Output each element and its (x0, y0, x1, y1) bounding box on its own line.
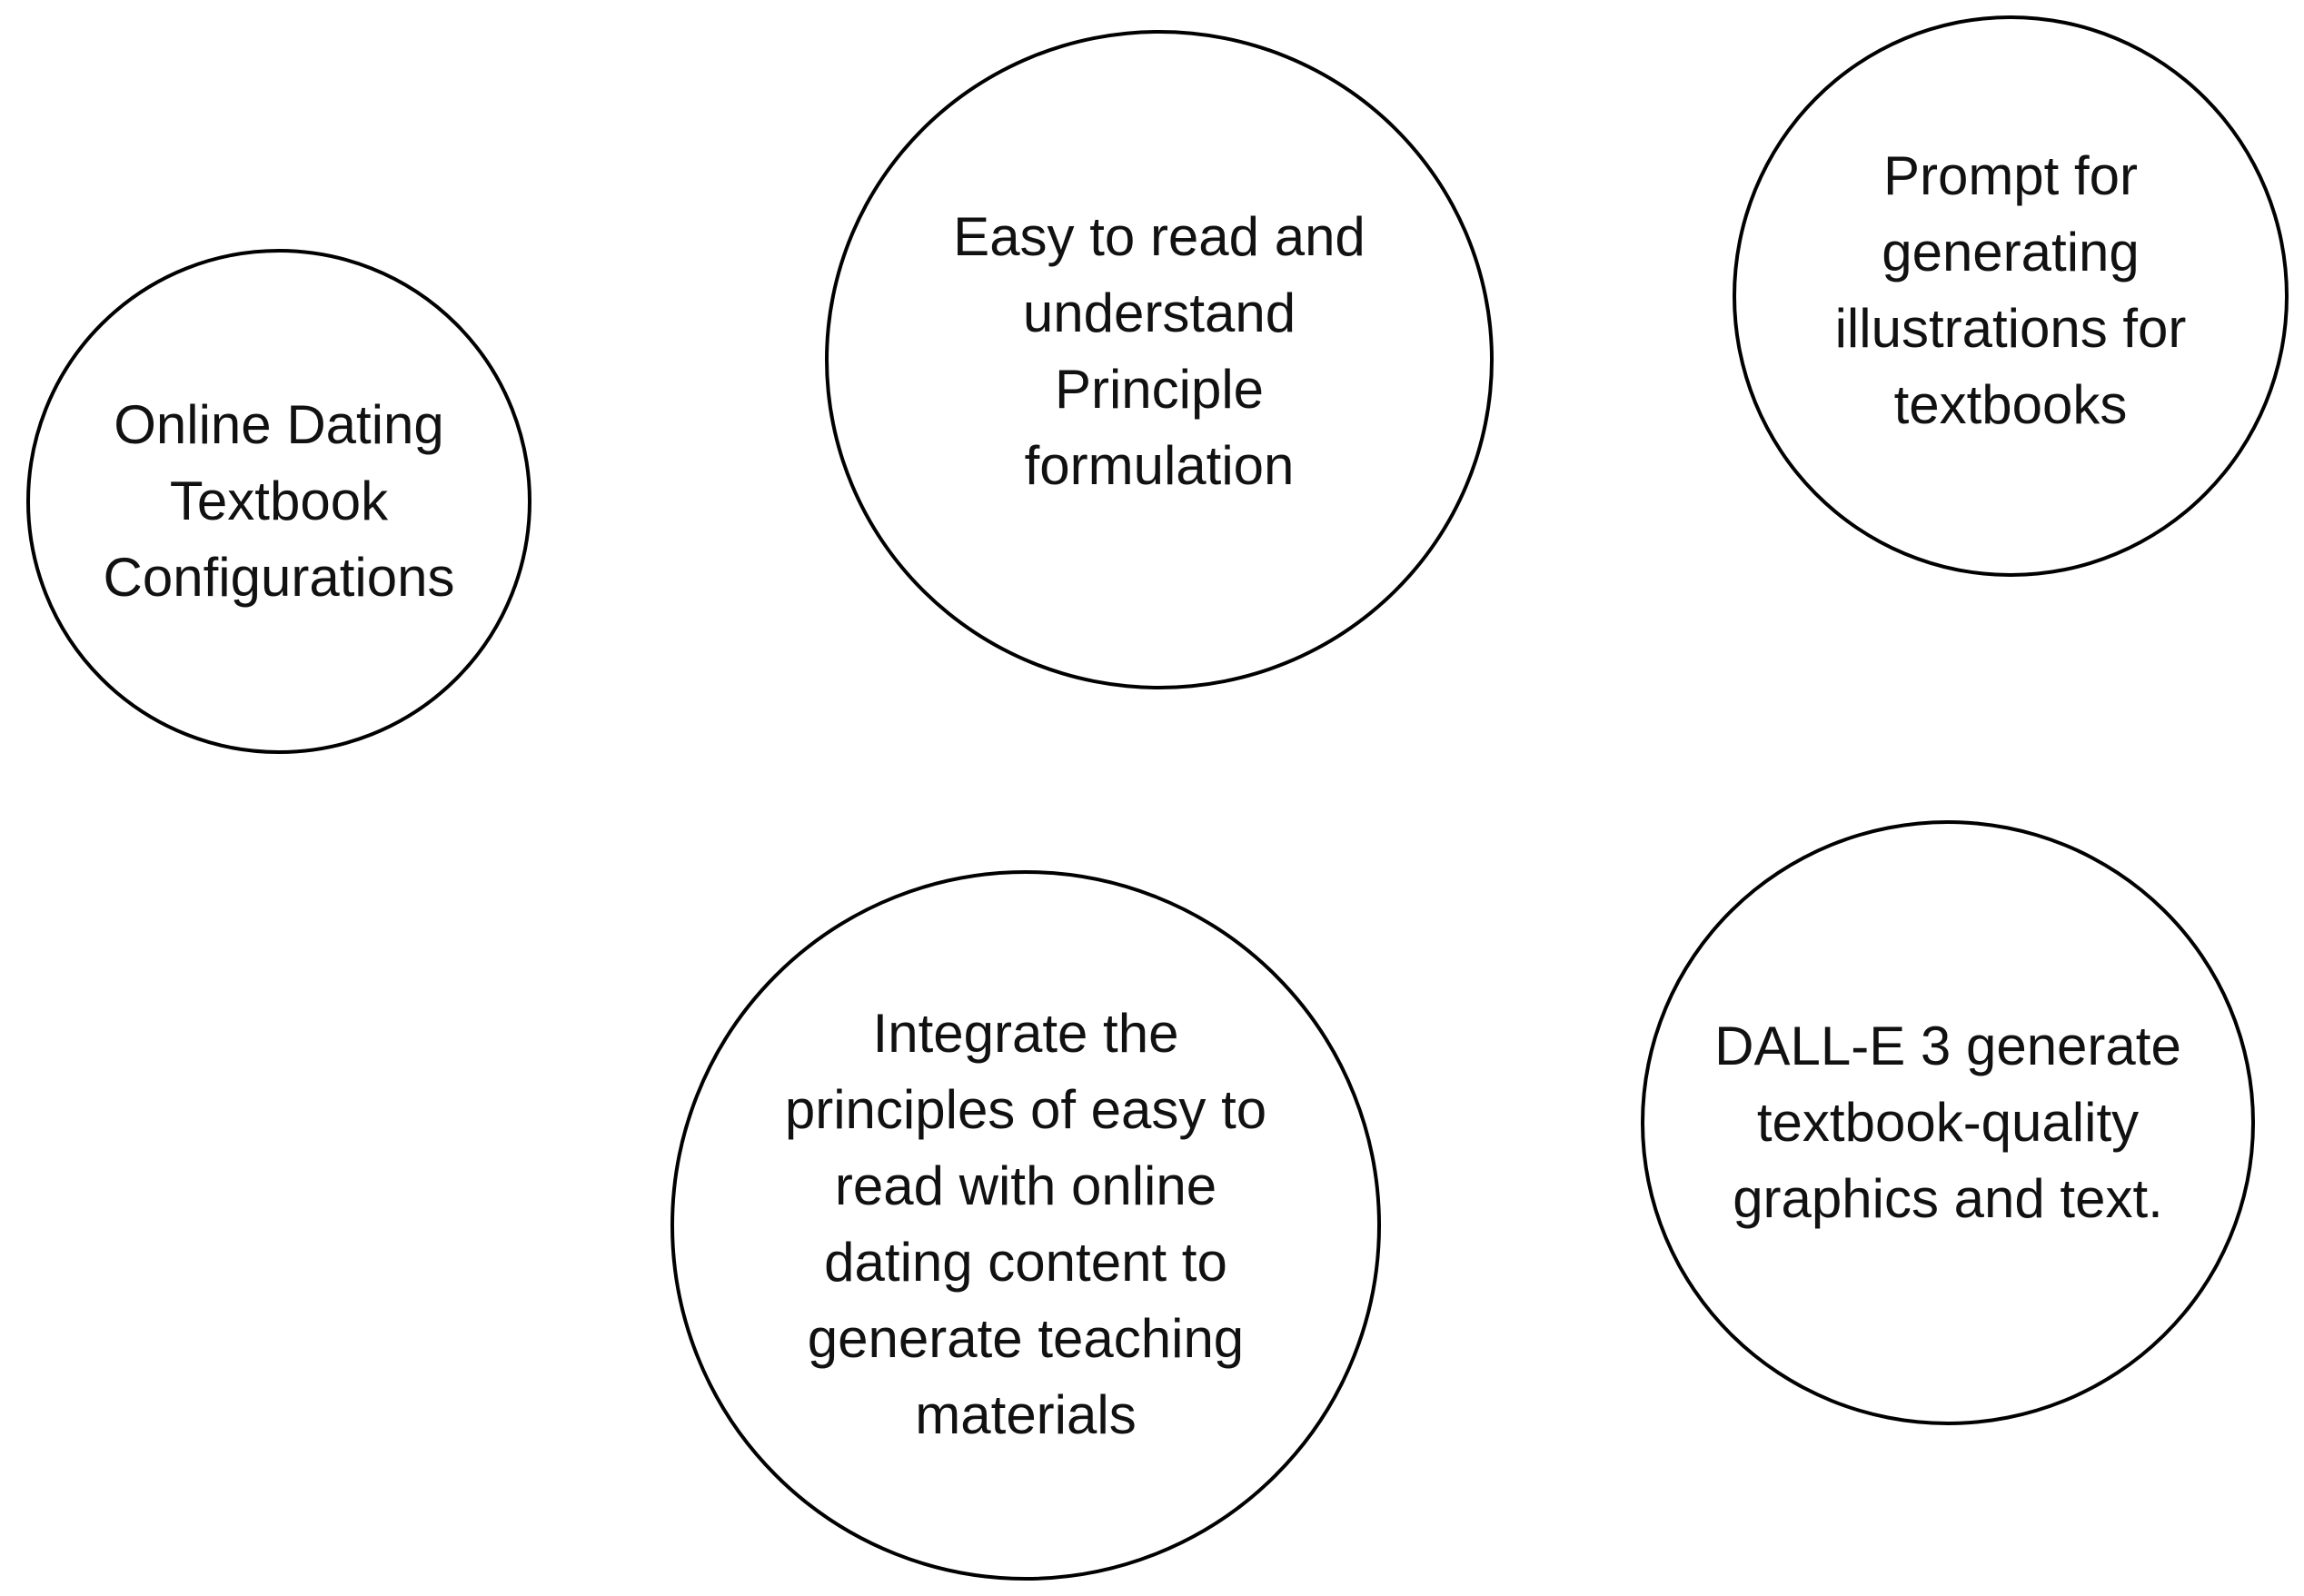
node-label: DALL-E 3 generate textbook-quality graph… (1714, 1016, 2181, 1229)
node-integrate-principles: Integrate the principles of easy to read… (670, 870, 1381, 1581)
node-online-dating-textbook-configurations: Online Dating Textbook Configurations (26, 249, 531, 754)
node-easy-to-read-principle-formulation: Easy to read and understand Principle fo… (825, 30, 1494, 689)
node-dalle3-generate: DALL-E 3 generate textbook-quality graph… (1641, 820, 2255, 1425)
node-prompt-for-illustrations: Prompt for generating illustrations for … (1733, 15, 2289, 577)
node-label: Easy to read and understand Principle fo… (953, 206, 1366, 496)
node-label: Online Dating Textbook Configurations (103, 394, 455, 608)
node-label: Integrate the principles of easy to read… (784, 1003, 1267, 1445)
node-label: Prompt for generating illustrations for … (1834, 145, 2187, 435)
